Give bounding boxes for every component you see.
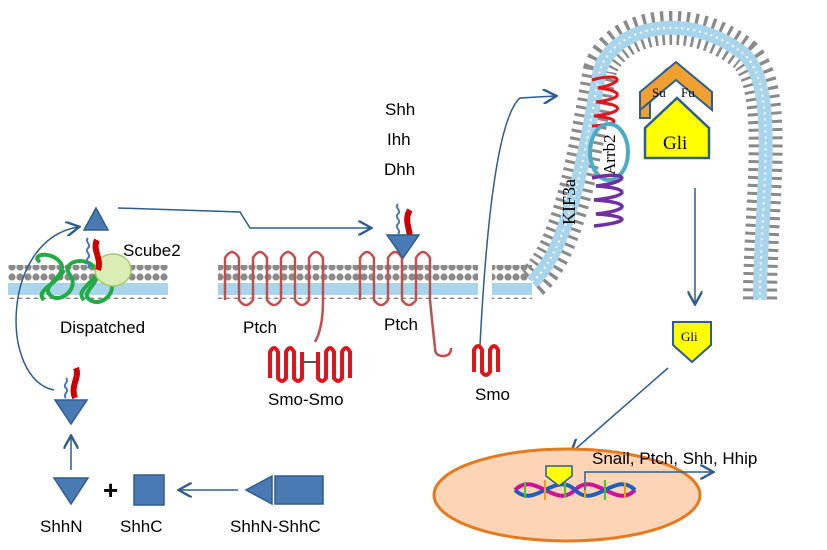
plus-sign: + [103,475,118,505]
shhn-triangle [52,477,90,506]
ligand-dhh: Dhh [384,160,415,179]
dispatched-complex [35,206,132,304]
gli-free-label: Gli [681,329,698,344]
smo-protein [472,344,500,377]
sufu-gli-complex [639,60,713,160]
ligand-ihh: Ihh [387,130,411,149]
shh-lipid-coil [85,237,91,269]
kif3a-protein [591,173,624,228]
sufu-shape [639,60,713,113]
membrane-right-segment [492,265,532,299]
shhc-label: ShhC [120,517,163,536]
shhn-shhc-label: ShhN-ShhC [230,517,321,536]
bound-ligand [385,203,421,260]
ligand-triangle [385,234,421,260]
arrb2-ring [588,122,630,182]
ligand-transport-arrow [117,207,370,228]
shhn-shhc-square [274,475,324,505]
gli-cilium-shape [643,96,711,160]
shhn-triangle-down [53,399,89,426]
ptch-right-protein [358,250,453,358]
shhc-square [133,474,165,506]
membrane-middle-segment [218,265,478,299]
dispatched-label: Dispatched [60,318,145,337]
transcription-arrow [584,472,712,490]
smo-smo-dimer [268,346,352,383]
sufu-fu-label: Fu [681,85,695,100]
secretion-arrow [15,227,78,391]
smo-ciliary-protein [591,75,619,128]
smo-smo-label: Smo-Smo [268,390,344,409]
shhn-shhc-triangle [244,474,273,506]
cilium-membrane [520,10,783,301]
shhn-label: ShhN [40,517,83,536]
ptch-right-label: Ptch [384,315,418,334]
ptch-left-protein [223,250,325,343]
scube2-label: Scube2 [123,241,181,260]
target-genes-label: Snail, Ptch, Shh, Hhip [592,449,757,468]
smo-ciliary-transport-arrow [479,96,555,346]
sufu-su-label: Su [652,85,666,100]
ligand-shh: Shh [385,100,415,119]
smo-label: Smo [475,385,510,404]
kif3a-label: KIF3a [559,179,579,225]
gli-dna-bound-shape [545,465,573,487]
plasma-membrane [8,265,532,299]
ptch-left-label: Ptch [243,318,277,337]
gli-free-shape [672,321,712,364]
shhn-triangle-up [82,206,110,231]
scube2-protein [94,253,132,287]
shh-cholesterol-tail [92,238,102,271]
arrb2-label: Arrb2 [600,134,619,175]
gli-nuclear-arrow [572,367,669,452]
gli-cilium-label: Gli [663,133,687,154]
processed-shhn [53,366,89,426]
ligand-list: Shh Ihh Dhh [384,100,415,179]
